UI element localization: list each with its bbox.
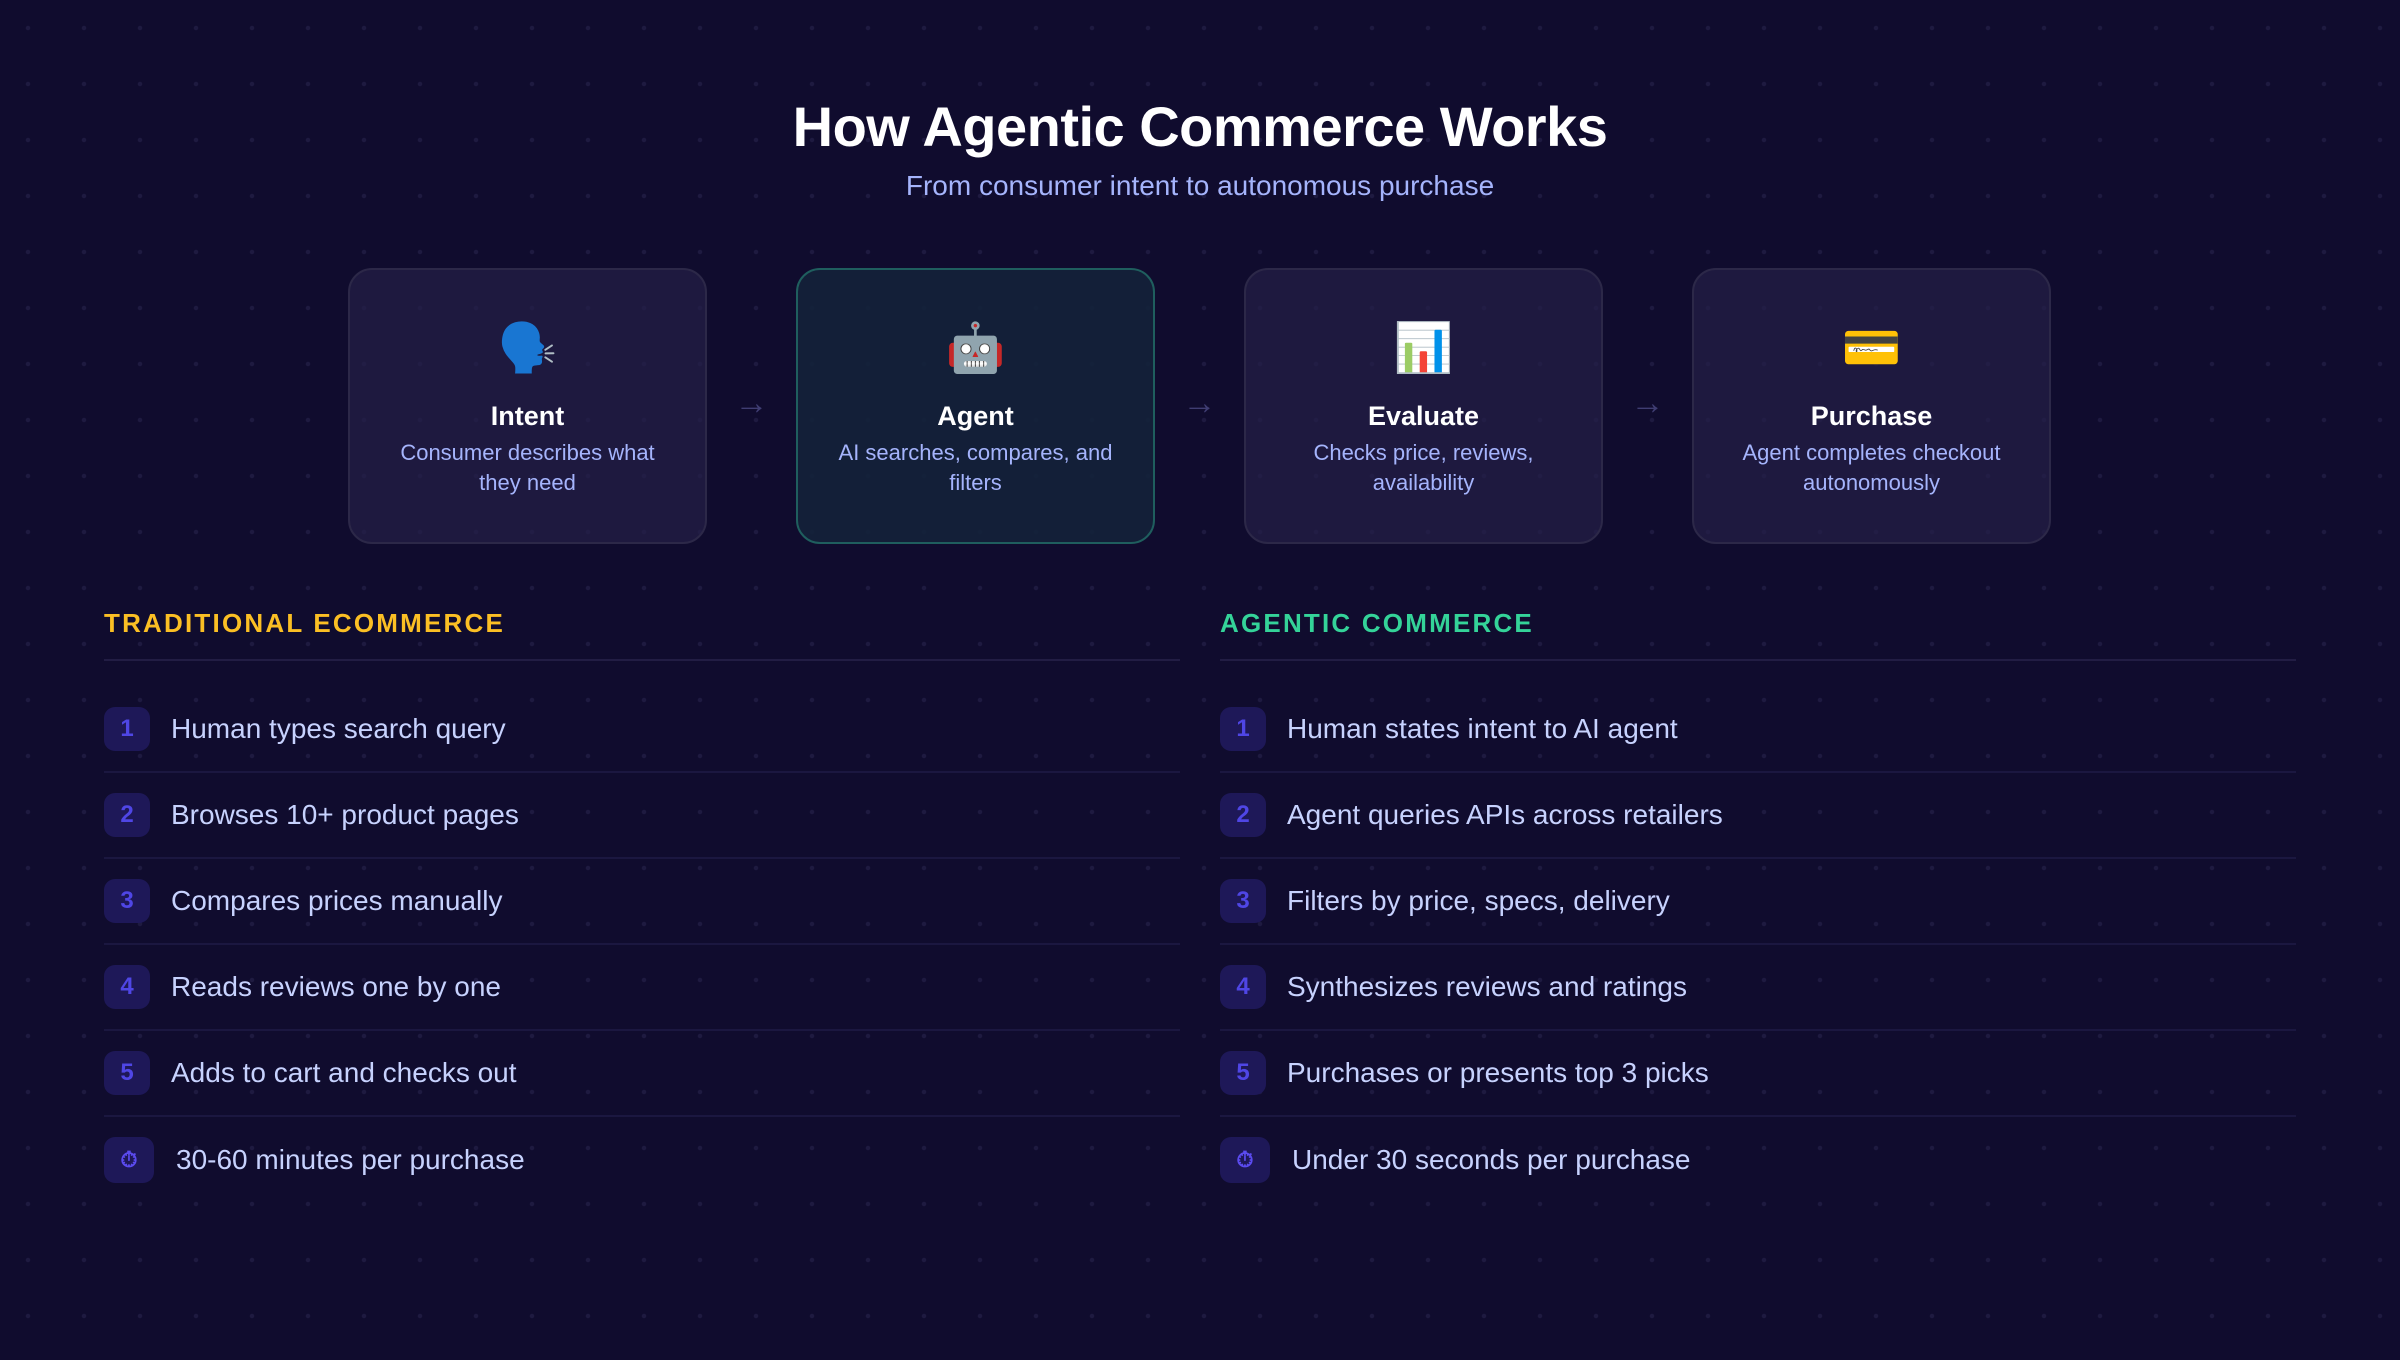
step-number-badge: 3 bbox=[1220, 879, 1266, 923]
step-title: Intent bbox=[490, 401, 565, 431]
list-item: 3 Filters by price, specs, delivery bbox=[1220, 859, 2296, 945]
traditional-steps-list: 1 Human types search query 2 Browses 10+… bbox=[104, 687, 1180, 1203]
robot-icon: 🤖 bbox=[945, 320, 1006, 376]
page-header: How Agentic Commerce Works From consumer… bbox=[0, 92, 2400, 204]
time-summary-text: 30-60 minutes per purchase bbox=[176, 1144, 525, 1175]
time-summary-item: ⏱ 30-60 minutes per purchase bbox=[104, 1117, 1180, 1203]
speaking-head-icon: 🗣️ bbox=[497, 320, 558, 376]
traditional-heading: TRADITIONAL ECOMMERCE bbox=[104, 605, 1180, 661]
step-description: Checks price, reviews, availability bbox=[1313, 440, 1534, 495]
step-text: Adds to cart and checks out bbox=[171, 1057, 517, 1088]
list-item: 5 Purchases or presents top 3 picks bbox=[1220, 1031, 2296, 1117]
flow-step-agent: 🤖 Agent AI searches, compares, and filte… bbox=[796, 268, 1155, 544]
step-description: Consumer describes what they need bbox=[400, 440, 655, 495]
list-item: 4 Synthesizes reviews and ratings bbox=[1220, 945, 2296, 1031]
step-text: Reads reviews one by one bbox=[171, 971, 501, 1002]
bar-chart-icon: 📊 bbox=[1393, 320, 1454, 376]
step-number-badge: 5 bbox=[104, 1051, 150, 1095]
process-flow: 🗣️ Intent Consumer describes what they n… bbox=[348, 268, 2052, 544]
step-number-badge: 2 bbox=[1220, 793, 1266, 837]
step-text: Compares prices manually bbox=[171, 885, 503, 916]
arrow-right-icon: → bbox=[1182, 383, 1217, 422]
step-text: Agent queries APIs across retailers bbox=[1287, 799, 1723, 830]
flow-step-evaluate: 📊 Evaluate Checks price, reviews, availa… bbox=[1244, 268, 1603, 544]
step-number-badge: 1 bbox=[104, 707, 150, 751]
list-item: 1 Human states intent to AI agent bbox=[1220, 687, 2296, 773]
agentic-heading: AGENTIC COMMERCE bbox=[1220, 605, 2296, 661]
list-item: 4 Reads reviews one by one bbox=[104, 945, 1180, 1031]
step-number-badge: 4 bbox=[1220, 965, 1266, 1009]
time-summary-text: Under 30 seconds per purchase bbox=[1292, 1144, 1691, 1175]
step-number-badge: 5 bbox=[1220, 1051, 1266, 1095]
agentic-column: AGENTIC COMMERCE 1 Human states intent t… bbox=[1220, 605, 2296, 1203]
step-number-badge: 2 bbox=[104, 793, 150, 837]
time-summary-item: ⏱ Under 30 seconds per purchase bbox=[1220, 1117, 2296, 1203]
stopwatch-icon: ⏱ bbox=[104, 1137, 154, 1183]
stopwatch-icon: ⏱ bbox=[1220, 1137, 1270, 1183]
list-item: 2 Agent queries APIs across retailers bbox=[1220, 773, 2296, 859]
step-text: Human types search query bbox=[171, 713, 506, 744]
step-text: Human states intent to AI agent bbox=[1287, 713, 1678, 744]
list-item: 5 Adds to cart and checks out bbox=[104, 1031, 1180, 1117]
arrow-right-icon: → bbox=[1630, 383, 1665, 422]
step-text: Browses 10+ product pages bbox=[171, 799, 519, 830]
agentic-steps-list: 1 Human states intent to AI agent 2 Agen… bbox=[1220, 687, 2296, 1203]
step-text: Purchases or presents top 3 picks bbox=[1287, 1057, 1709, 1088]
step-title: Purchase bbox=[1810, 401, 1933, 431]
list-item: 2 Browses 10+ product pages bbox=[104, 773, 1180, 859]
credit-card-icon: 💳 bbox=[1841, 320, 1902, 376]
flow-step-intent: 🗣️ Intent Consumer describes what they n… bbox=[348, 268, 707, 544]
list-item: 3 Compares prices manually bbox=[104, 859, 1180, 945]
arrow-right-icon: → bbox=[734, 383, 769, 422]
page-subtitle: From consumer intent to autonomous purch… bbox=[905, 170, 1495, 201]
step-description: AI searches, compares, and filters bbox=[838, 440, 1113, 495]
step-number-badge: 3 bbox=[104, 879, 150, 923]
step-description: Agent completes checkout autonomously bbox=[1742, 440, 2001, 495]
step-title: Agent bbox=[937, 401, 1014, 431]
step-text: Synthesizes reviews and ratings bbox=[1287, 971, 1687, 1002]
list-item: 1 Human types search query bbox=[104, 687, 1180, 773]
step-number-badge: 4 bbox=[104, 965, 150, 1009]
flow-step-purchase: 💳 Purchase Agent completes checkout auto… bbox=[1692, 268, 2051, 544]
traditional-column: TRADITIONAL ECOMMERCE 1 Human types sear… bbox=[104, 605, 1180, 1203]
step-text: Filters by price, specs, delivery bbox=[1287, 885, 1670, 916]
page-title: How Agentic Commerce Works bbox=[792, 95, 1608, 158]
comparison-columns: TRADITIONAL ECOMMERCE 1 Human types sear… bbox=[104, 605, 2296, 1203]
step-number-badge: 1 bbox=[1220, 707, 1266, 751]
step-title: Evaluate bbox=[1367, 401, 1480, 431]
